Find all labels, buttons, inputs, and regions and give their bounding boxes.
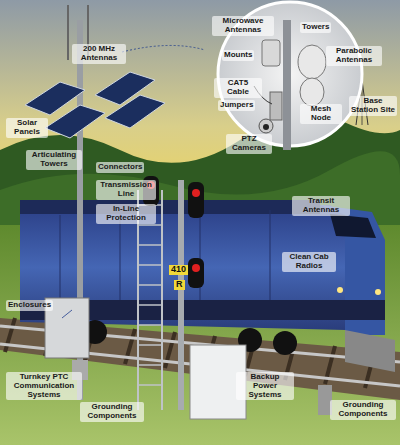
part-label: Transmission Line xyxy=(96,180,156,200)
part-label: Connectors xyxy=(96,162,144,173)
part-label: Transit Antennas xyxy=(292,196,350,216)
part-label: Articulating Towers xyxy=(26,150,82,170)
part-label: In-Line Protection xyxy=(96,204,156,224)
part-label: Grounding Components xyxy=(80,402,144,422)
site-label: Base Station Site xyxy=(349,96,397,116)
part-label: PTZ Cameras xyxy=(226,134,272,154)
part-label: Backup Power Systems xyxy=(236,372,294,400)
signal-letter: R xyxy=(174,280,185,290)
part-label: Enclosures xyxy=(6,300,53,311)
part-label: Parabolic Antennas xyxy=(326,46,382,66)
signal-number: 410 xyxy=(169,265,188,275)
antenna-label: 200 MHz Antennas xyxy=(72,44,126,64)
part-label: CAT5 Cable xyxy=(214,78,262,98)
part-label: Grounding Components xyxy=(330,400,396,420)
part-label: Clean Cab Radios xyxy=(282,252,336,272)
part-label: Jumpers xyxy=(218,100,255,111)
part-label: Mesh Node xyxy=(300,104,342,124)
part-label: Mounts xyxy=(222,50,254,61)
system-label: Turnkey PTC Communication Systems xyxy=(6,372,82,400)
part-label: Solar Panels xyxy=(6,118,48,138)
part-label: Towers xyxy=(300,22,331,33)
part-label: Microwave Antennas xyxy=(212,16,274,36)
